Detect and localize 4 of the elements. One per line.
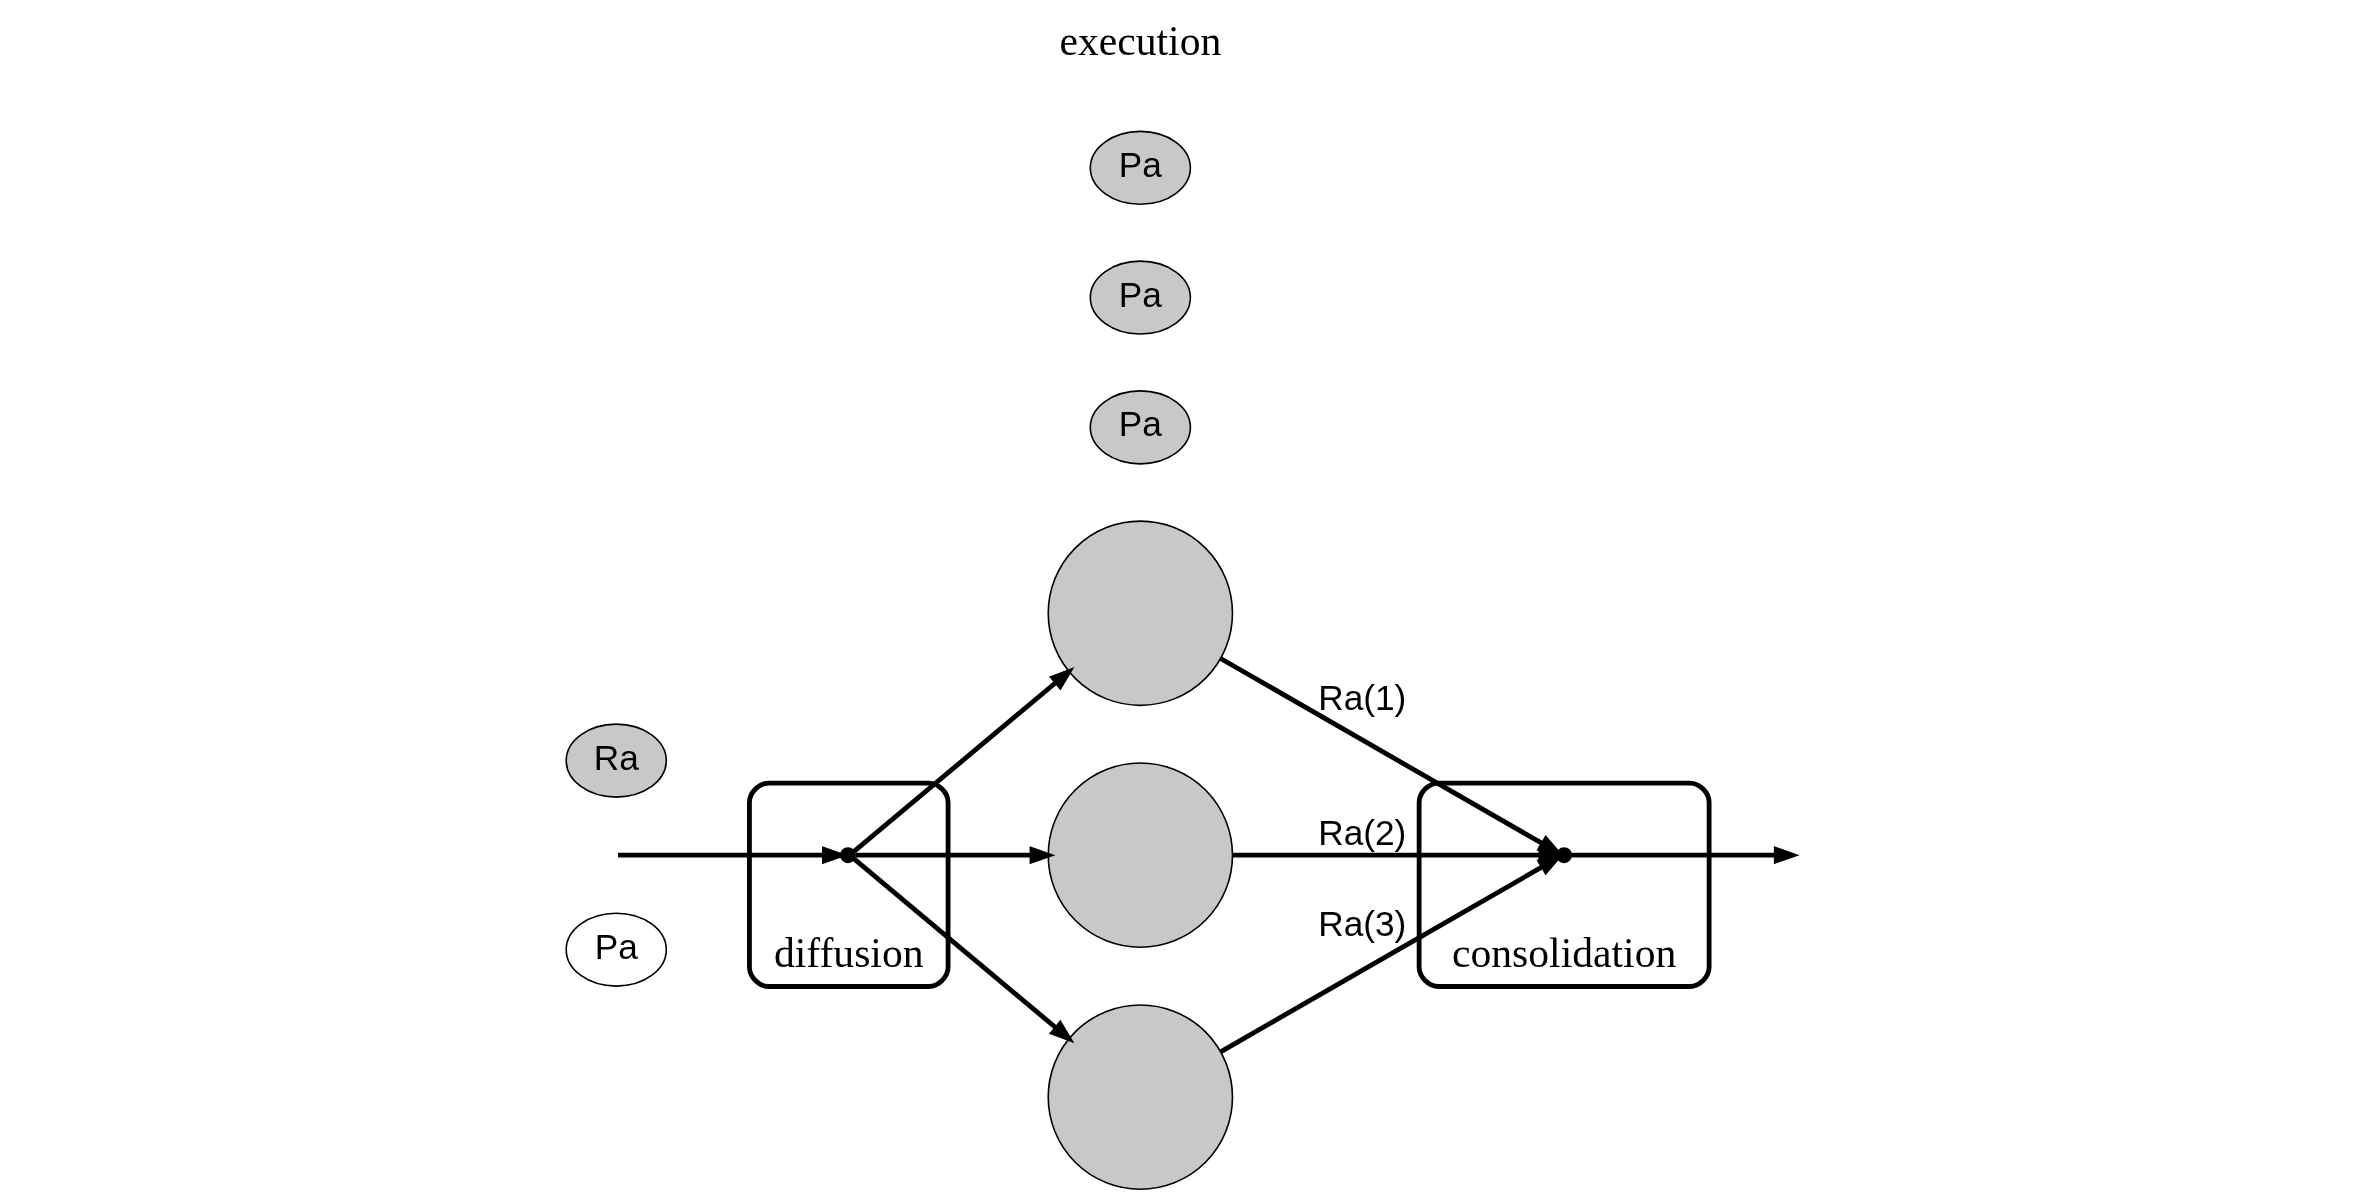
label: execution	[1058, 17, 1221, 64]
edge-label: Ra(1)	[1317, 678, 1406, 718]
edge-label: Ra(3)	[1317, 904, 1406, 944]
edge-label: Ra(2)	[1317, 812, 1406, 852]
